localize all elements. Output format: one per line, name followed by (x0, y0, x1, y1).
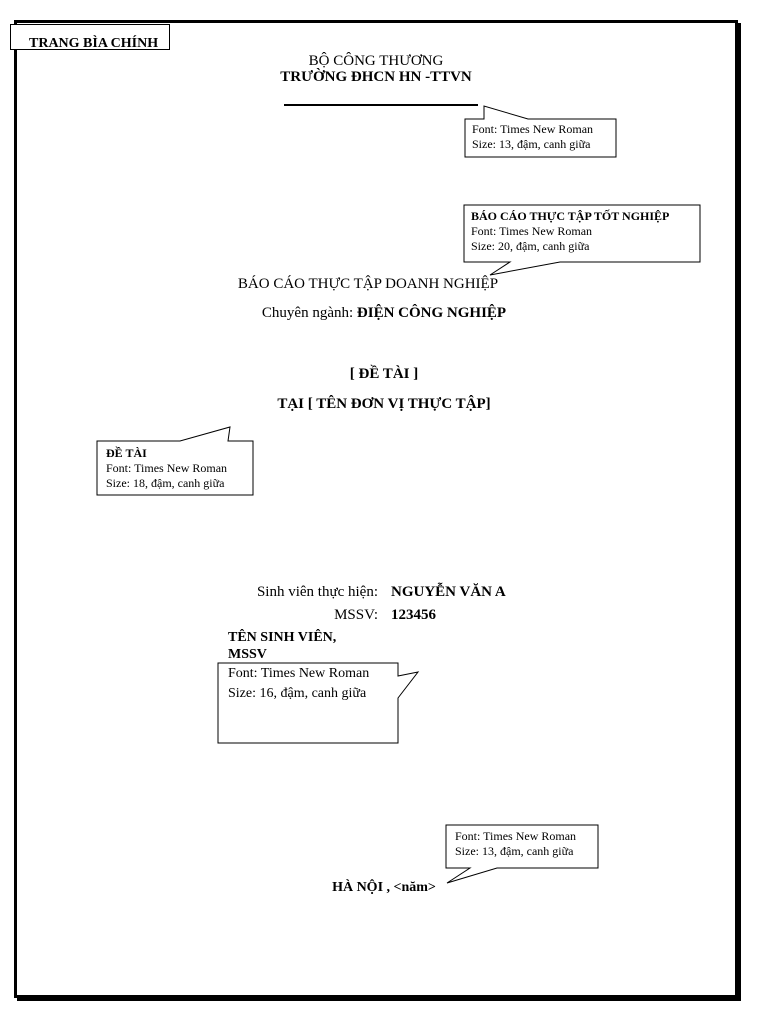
place-year: HÀ NỘI , <năm> (332, 880, 436, 895)
callout-school-line2: Size: 13, đậm, canh giữa (472, 137, 591, 151)
callout-topic-line2: Size: 18, đậm, canh giữa (106, 476, 225, 490)
student-id-value: 123456 (391, 607, 436, 623)
page-border (14, 20, 738, 998)
callout-report-title: BÁO CÁO THỰC TẬP TỐT NGHIỆP (471, 209, 670, 223)
school-underline (284, 104, 478, 106)
student-id-label: MSSV: (334, 607, 378, 623)
callout-school: Font: Times New Roman Size: 13, đậm, can… (472, 122, 593, 152)
callout-report-line2: Size: 20, đậm, canh giữa (471, 239, 590, 253)
callout-student-body: Font: Times New Roman Size: 16, đậm, can… (228, 666, 370, 701)
callout-report-line1: Font: Times New Roman (471, 224, 593, 238)
student-name-value: NGUYỄN VĂN A (391, 584, 506, 600)
callout-topic: ĐỀ TÀI Font: Times New Roman Size: 18, đ… (106, 446, 227, 491)
callout-place-line2: Size: 13, đậm, canh giữa (455, 844, 574, 858)
major-value: ĐIỆN CÔNG NGHIỆP (356, 305, 507, 321)
callout-report: BÁO CÁO THỰC TẬP TỐT NGHIỆP Font: Times … (471, 209, 669, 254)
callout-topic-line1: Font: Times New Roman (106, 461, 228, 475)
callout-school-line1: Font: Times New Roman (472, 122, 594, 136)
callout-place-line1: Font: Times New Roman (455, 829, 577, 843)
callout-topic-title: ĐỀ TÀI (106, 446, 147, 460)
callout-school-shape (464, 105, 617, 158)
callout-student-shape (217, 662, 420, 744)
callout-place-shape (445, 824, 599, 884)
company-name: TẠI [ TÊN ĐƠN VỊ THỰC TẬP] (277, 396, 491, 412)
cover-tag-label: TRANG BÌA CHÍNH (29, 36, 159, 51)
callout-topic-shape (96, 426, 254, 496)
topic-title: [ ĐỀ TÀI ] (349, 366, 419, 382)
callout-student-title: TÊN SINH VIÊN, MSSV (228, 630, 337, 662)
major-label: Chuyên ngành: (261, 305, 354, 321)
callout-place: Font: Times New Roman Size: 13, đậm, can… (455, 829, 576, 859)
student-name-label: Sinh viên thực hiện: (256, 584, 378, 600)
school-name: TRƯỜNG ĐHCN HN -TTVN (280, 69, 472, 85)
cover-tag: TRANG BÌA CHÍNH (10, 24, 170, 51)
major-line: Chuyên ngành: ĐIỆN CÔNG NGHIỆP (0, 305, 768, 322)
ministry-name: BỘ CÔNG THƯƠNG (308, 53, 444, 69)
report-type: BÁO CÁO THỰC TẬP DOANH NGHIỆP (237, 276, 499, 292)
callout-report-shape (463, 204, 701, 276)
